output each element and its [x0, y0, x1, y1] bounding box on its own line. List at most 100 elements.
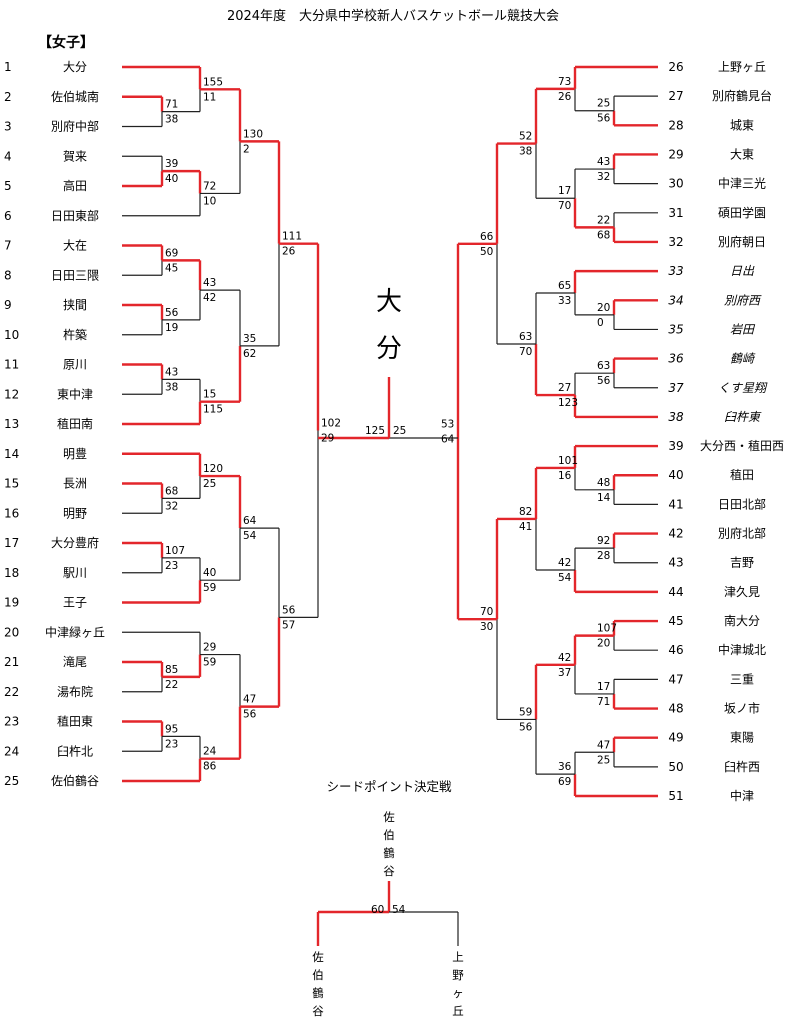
- team-number: 36: [668, 352, 684, 366]
- score-top: 95: [165, 723, 178, 735]
- score-bottom: 38: [165, 381, 178, 393]
- score-bottom: 70: [558, 200, 571, 212]
- score-bottom: 115: [203, 404, 223, 416]
- team-name: 日出: [730, 264, 755, 278]
- score-top: 101: [558, 455, 578, 467]
- team-name: 中津: [730, 788, 754, 803]
- team-name: 別府西: [724, 293, 762, 307]
- team-name: 稙田南: [57, 416, 93, 431]
- team-name: 原川: [63, 358, 87, 372]
- team-number: 31: [668, 206, 683, 220]
- score-top: 25: [597, 98, 610, 110]
- team-number: 32: [668, 235, 683, 249]
- team-number: 45: [668, 614, 683, 628]
- score-top: 92: [597, 535, 610, 547]
- score-bottom: 70: [519, 346, 532, 358]
- score-top: 111: [282, 231, 302, 243]
- team-name: 上野ヶ丘: [718, 60, 766, 74]
- score-top: 70: [480, 606, 493, 618]
- team-number: 7: [4, 239, 12, 253]
- score-top: 107: [165, 545, 185, 557]
- team-number: 48: [668, 702, 683, 716]
- score-bottom: 54: [558, 572, 572, 584]
- team-name: 大分西・稙田西: [700, 438, 784, 453]
- team-name: 南大分: [724, 613, 760, 628]
- team-name: 滝尾: [63, 655, 87, 669]
- team-number: 16: [4, 506, 19, 520]
- seed-left-team-char: 伯: [312, 968, 324, 982]
- seed-winner-char: 伯: [383, 828, 395, 842]
- team-name: 別府朝日: [718, 234, 766, 249]
- score-bottom: 123: [558, 397, 578, 409]
- team-name: 中津緑ヶ丘: [45, 624, 105, 639]
- score-top: 17: [558, 185, 571, 197]
- score-bottom: 0: [597, 317, 604, 329]
- team-number: 42: [668, 527, 683, 541]
- team-name: 別府北部: [718, 526, 766, 541]
- team-number: 47: [668, 672, 683, 686]
- team-name: 吉野: [730, 556, 754, 570]
- team-name: 王子: [63, 596, 87, 610]
- score-bottom: 2: [243, 143, 250, 155]
- score-top: 107: [597, 623, 617, 635]
- score-top: 20: [597, 302, 610, 314]
- seed-right-team-char: ヶ: [452, 986, 464, 1000]
- team-name: 三重: [730, 672, 754, 686]
- team-number: 8: [4, 268, 12, 282]
- team-number: 14: [4, 447, 19, 461]
- seed-right-team-char: 野: [452, 968, 464, 982]
- team-name: 日田三隈: [51, 268, 99, 282]
- seed-winner-char: 佐: [383, 810, 395, 824]
- score-top: 59: [519, 706, 532, 718]
- team-name: 日田東部: [51, 208, 99, 223]
- score-labels: 7138394069455619433868321072385229523155…: [165, 76, 617, 788]
- team-number: 39: [668, 439, 683, 453]
- team-number: 38: [668, 410, 684, 424]
- score-bottom: 16: [558, 470, 572, 482]
- team-name: 城東: [730, 118, 754, 132]
- score-top: 36: [558, 761, 572, 773]
- team-number: 50: [668, 760, 683, 774]
- seed-right-team-char: 丘: [452, 1004, 464, 1018]
- team-number: 35: [668, 322, 683, 336]
- score-top: 130: [243, 128, 263, 140]
- score-bottom: 14: [597, 492, 611, 504]
- team-name: 日田北部: [718, 496, 766, 511]
- team-name: 杵築: [63, 327, 87, 342]
- score-top: 63: [519, 331, 532, 343]
- score-top: 68: [165, 485, 178, 497]
- team-number: 15: [4, 477, 19, 491]
- team-name: 臼杵東: [724, 410, 762, 424]
- team-number: 22: [4, 685, 19, 699]
- score-bottom: 40: [165, 173, 178, 185]
- team-name: 鶴崎: [730, 352, 756, 366]
- team-number: 13: [4, 417, 19, 431]
- final-score-right: 25: [393, 425, 406, 437]
- team-number: 9: [4, 298, 12, 312]
- team-name: 賀来: [63, 149, 87, 163]
- team-number: 29: [668, 147, 683, 161]
- score-top: 69: [165, 247, 178, 259]
- score-top: 43: [165, 366, 178, 378]
- score-top: 155: [203, 76, 223, 88]
- score-top: 17: [597, 681, 610, 693]
- team-name: 大東: [730, 147, 754, 161]
- team-number: 40: [668, 468, 683, 482]
- team-number: 23: [4, 715, 19, 729]
- team-name: 別府鶴見台: [712, 88, 772, 103]
- team-number: 3: [4, 120, 12, 134]
- score-bottom: 56: [597, 113, 611, 125]
- team-name: 大在: [63, 239, 87, 253]
- score-top: 56: [165, 307, 179, 319]
- score-bottom: 19: [165, 322, 178, 334]
- score-bottom: 59: [203, 657, 216, 669]
- team-name: 稙田: [730, 467, 754, 482]
- team-number: 4: [4, 149, 12, 163]
- score-bottom: 28: [597, 550, 610, 562]
- score-top: 72: [203, 180, 216, 192]
- team-name: 中津三光: [718, 176, 766, 191]
- seed-match-title: シードポイント決定戦: [326, 779, 452, 794]
- score-bottom: 64: [441, 434, 455, 446]
